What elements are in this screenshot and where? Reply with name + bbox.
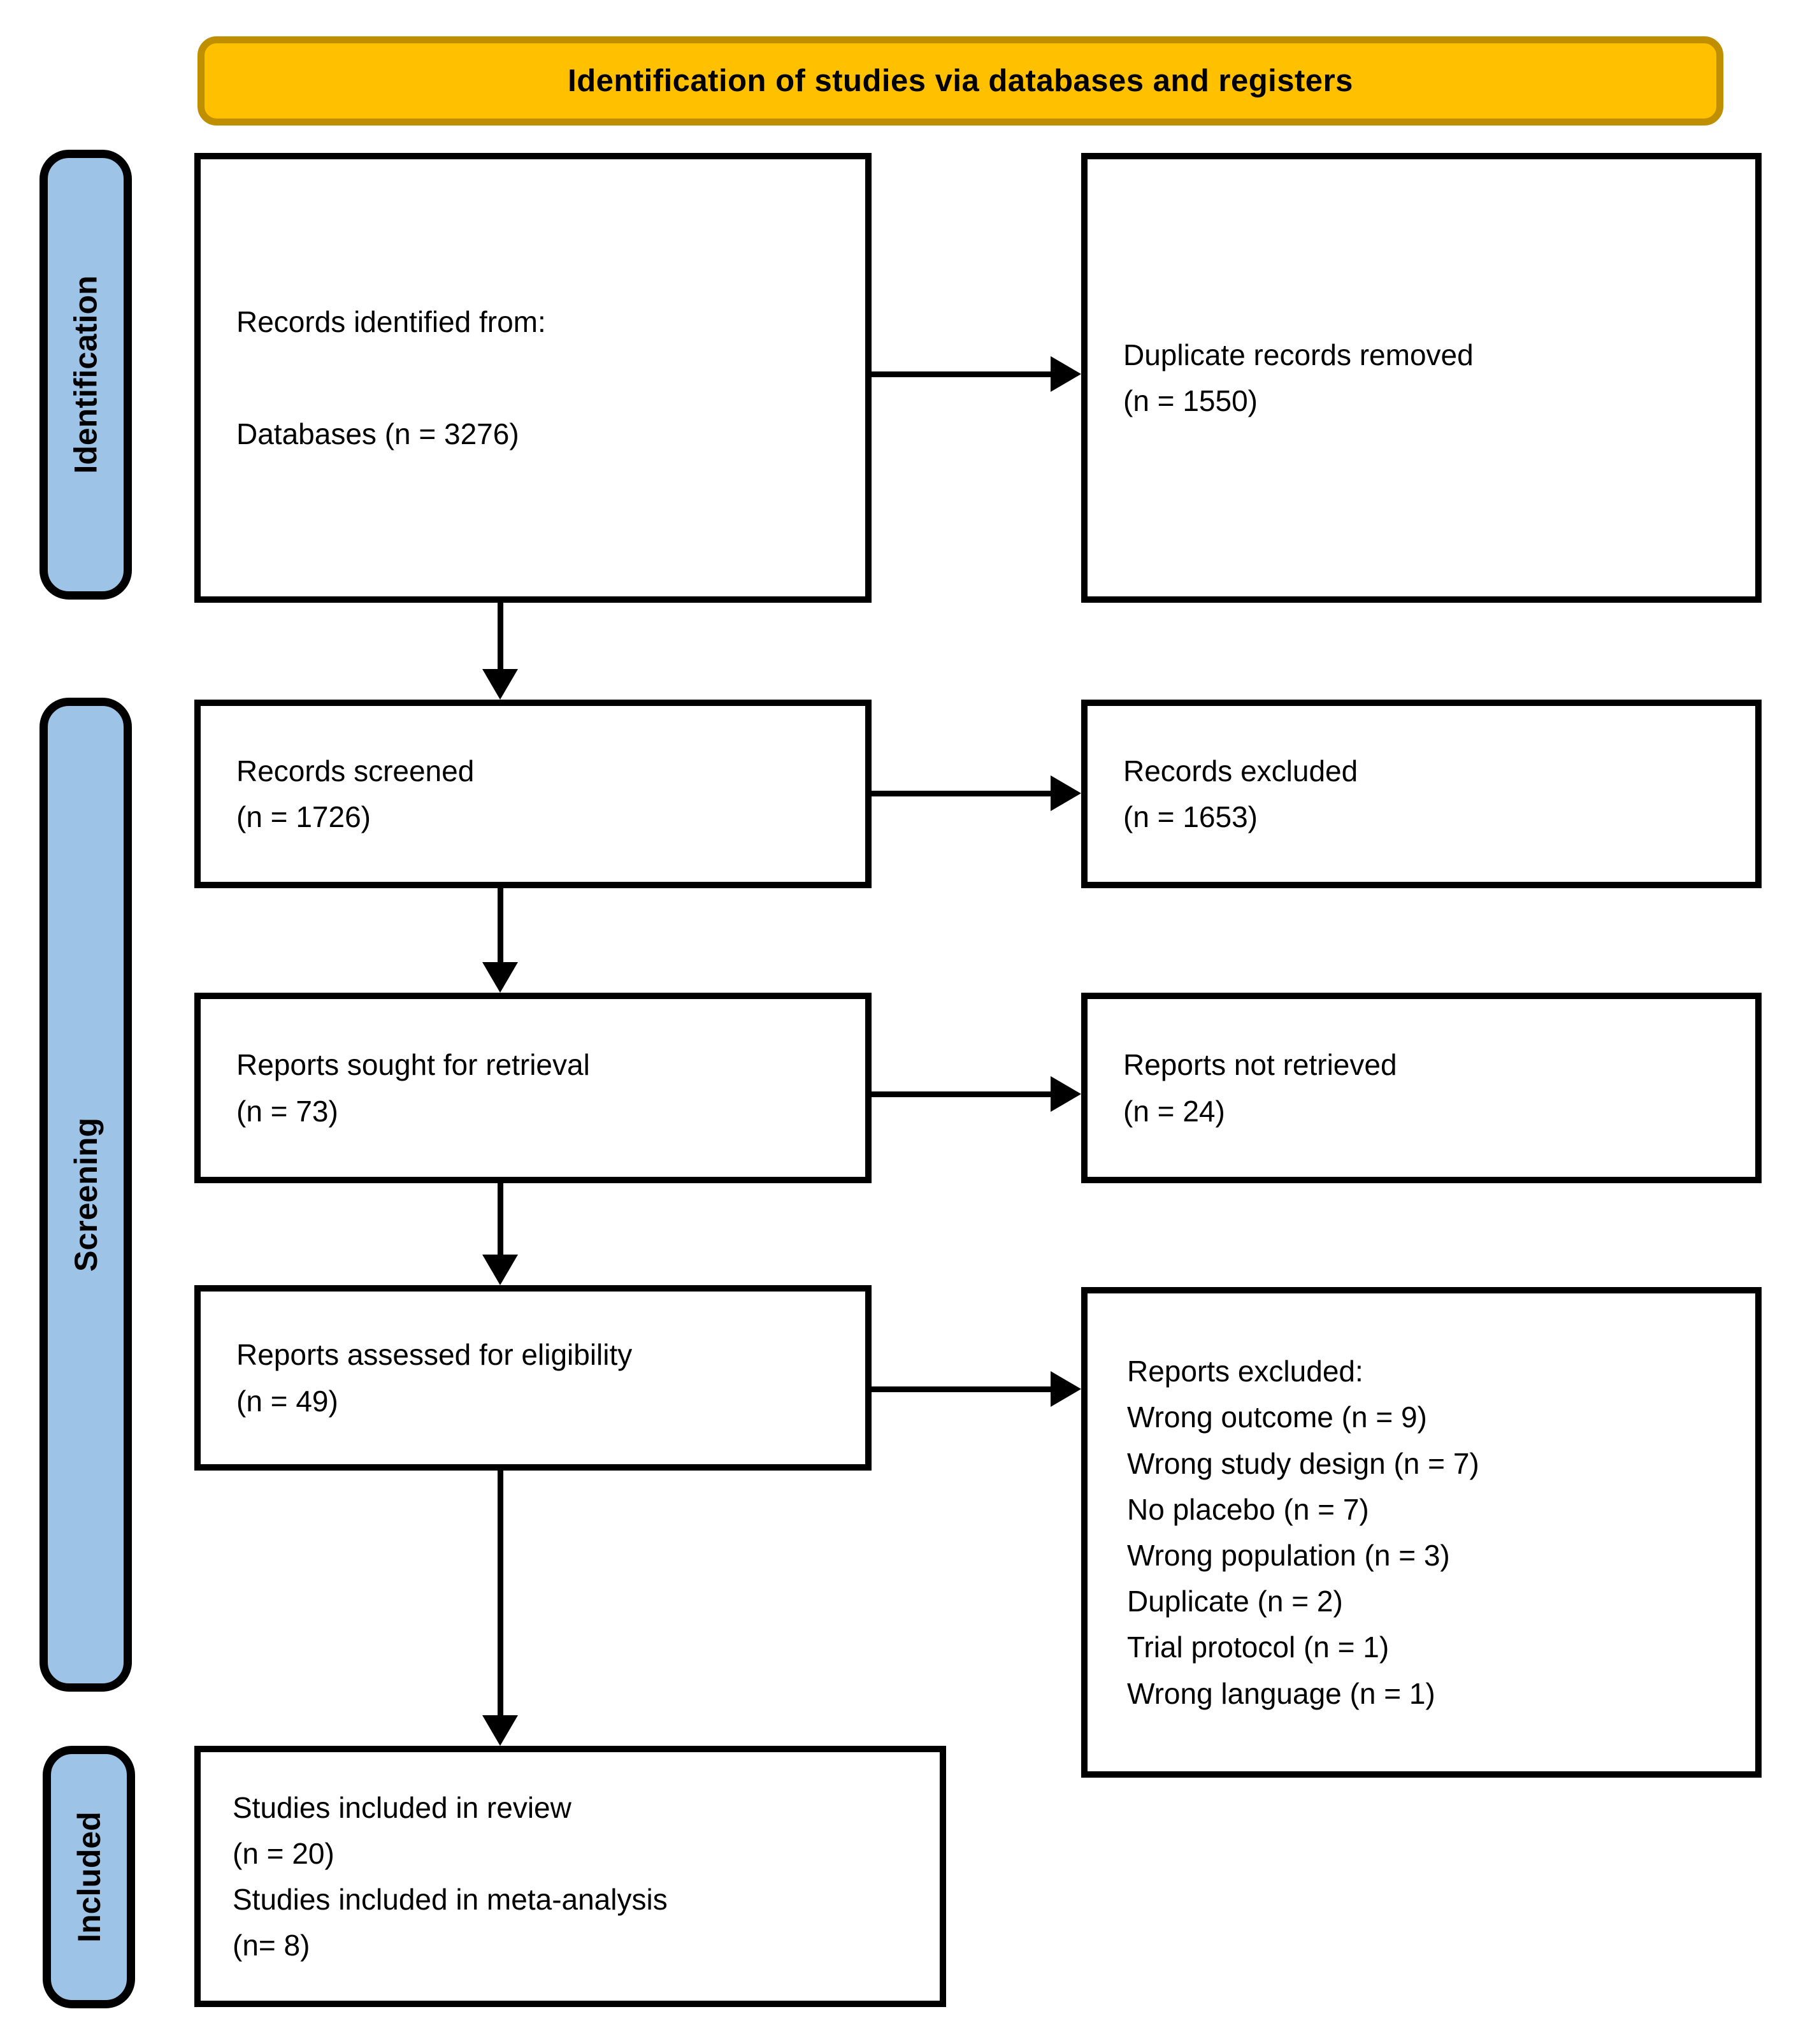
header-banner: Identification of studies via databases …: [198, 36, 1723, 126]
records-screened-line2: (n = 1726): [236, 800, 371, 833]
studies-included-line4: (n= 8): [233, 1929, 310, 1962]
stage-screening-label: Screening: [68, 1118, 104, 1272]
arrow-right-icon: [1051, 356, 1081, 392]
reports-excluded-reason: Wrong population (n = 3): [1127, 1539, 1450, 1572]
reports-excluded-reason: Wrong outcome (n = 9): [1127, 1400, 1427, 1434]
box-studies-included: Studies included in review (n = 20) Stud…: [194, 1746, 946, 2007]
records-excluded-line1: Records excluded: [1123, 754, 1358, 788]
records-identified-line1: Records identified from:: [236, 305, 546, 338]
duplicates-removed-line2: (n = 1550): [1123, 384, 1258, 417]
arrow-right-icon: [1051, 1371, 1081, 1407]
header-title: Identification of studies via databases …: [568, 64, 1353, 98]
box-records-excluded: Records excluded (n = 1653): [1081, 700, 1762, 888]
reports-excluded-reason: Wrong language (n = 1): [1127, 1676, 1435, 1710]
arrow-down-icon: [482, 669, 518, 700]
box-reports-assessed: Reports assessed for eligibility (n = 49…: [194, 1285, 872, 1471]
box-reports-not-retrieved: Reports not retrieved (n = 24): [1081, 993, 1762, 1183]
reports-not-retrieved-line2: (n = 24): [1123, 1094, 1225, 1128]
reports-assessed-line2: (n = 49): [236, 1384, 338, 1418]
arrow-assessed-to-included-line: [498, 1471, 503, 1717]
reports-excluded-reason: No placebo (n = 7): [1127, 1492, 1369, 1526]
stage-included-label: Included: [71, 1811, 107, 1943]
studies-included-line1: Studies included in review: [233, 1790, 571, 1824]
reports-excluded-reason: Wrong study design (n = 7): [1127, 1446, 1479, 1480]
reports-sought-line2: (n = 73): [236, 1094, 338, 1128]
box-reports-excluded: Reports excluded: Wrong outcome (n = 9) …: [1081, 1287, 1762, 1778]
arrow-sought-to-notretrieved-line: [872, 1091, 1052, 1097]
stage-included: Included: [43, 1746, 135, 2008]
reports-excluded-title: Reports excluded:: [1127, 1355, 1363, 1388]
records-identified-line2: Databases (n = 3276): [236, 417, 519, 450]
arrow-down-icon: [482, 1255, 518, 1285]
duplicates-removed-line1: Duplicate records removed: [1123, 338, 1474, 371]
studies-included-line3: Studies included in meta-analysis: [233, 1883, 668, 1916]
records-screened-line1: Records screened: [236, 754, 475, 788]
reports-assessed-line1: Reports assessed for eligibility: [236, 1338, 633, 1372]
reports-excluded-reason: Trial protocol (n = 1): [1127, 1630, 1390, 1664]
stage-screening: Screening: [40, 698, 132, 1692]
stage-identification-label: Identification: [68, 275, 104, 474]
reports-not-retrieved-line1: Reports not retrieved: [1123, 1048, 1397, 1082]
arrow-down-icon: [482, 1715, 518, 1746]
studies-included-line2: (n = 20): [233, 1836, 334, 1870]
box-duplicates-removed: Duplicate records removed (n = 1550): [1081, 153, 1762, 603]
arrow-assessed-to-excluded-line: [872, 1386, 1052, 1392]
box-reports-sought: Reports sought for retrieval (n = 73): [194, 993, 872, 1183]
stage-identification: Identification: [40, 150, 132, 600]
reports-sought-line1: Reports sought for retrieval: [236, 1048, 590, 1082]
records-excluded-line2: (n = 1653): [1123, 800, 1258, 833]
arrow-identified-to-screened-line: [498, 603, 503, 670]
arrow-right-icon: [1051, 1076, 1081, 1112]
arrow-right-icon: [1051, 775, 1081, 811]
arrow-sought-to-assessed-line: [498, 1183, 503, 1256]
box-records-screened: Records screened (n = 1726): [194, 700, 872, 888]
box-records-identified: Records identified from: Databases (n = …: [194, 153, 872, 603]
reports-excluded-reason: Duplicate (n = 2): [1127, 1585, 1343, 1618]
arrow-down-icon: [482, 962, 518, 993]
arrow-identified-to-duplicates-line: [872, 371, 1052, 377]
arrow-screened-to-excluded-line: [872, 791, 1052, 796]
arrow-screened-to-sought-line: [498, 888, 503, 963]
